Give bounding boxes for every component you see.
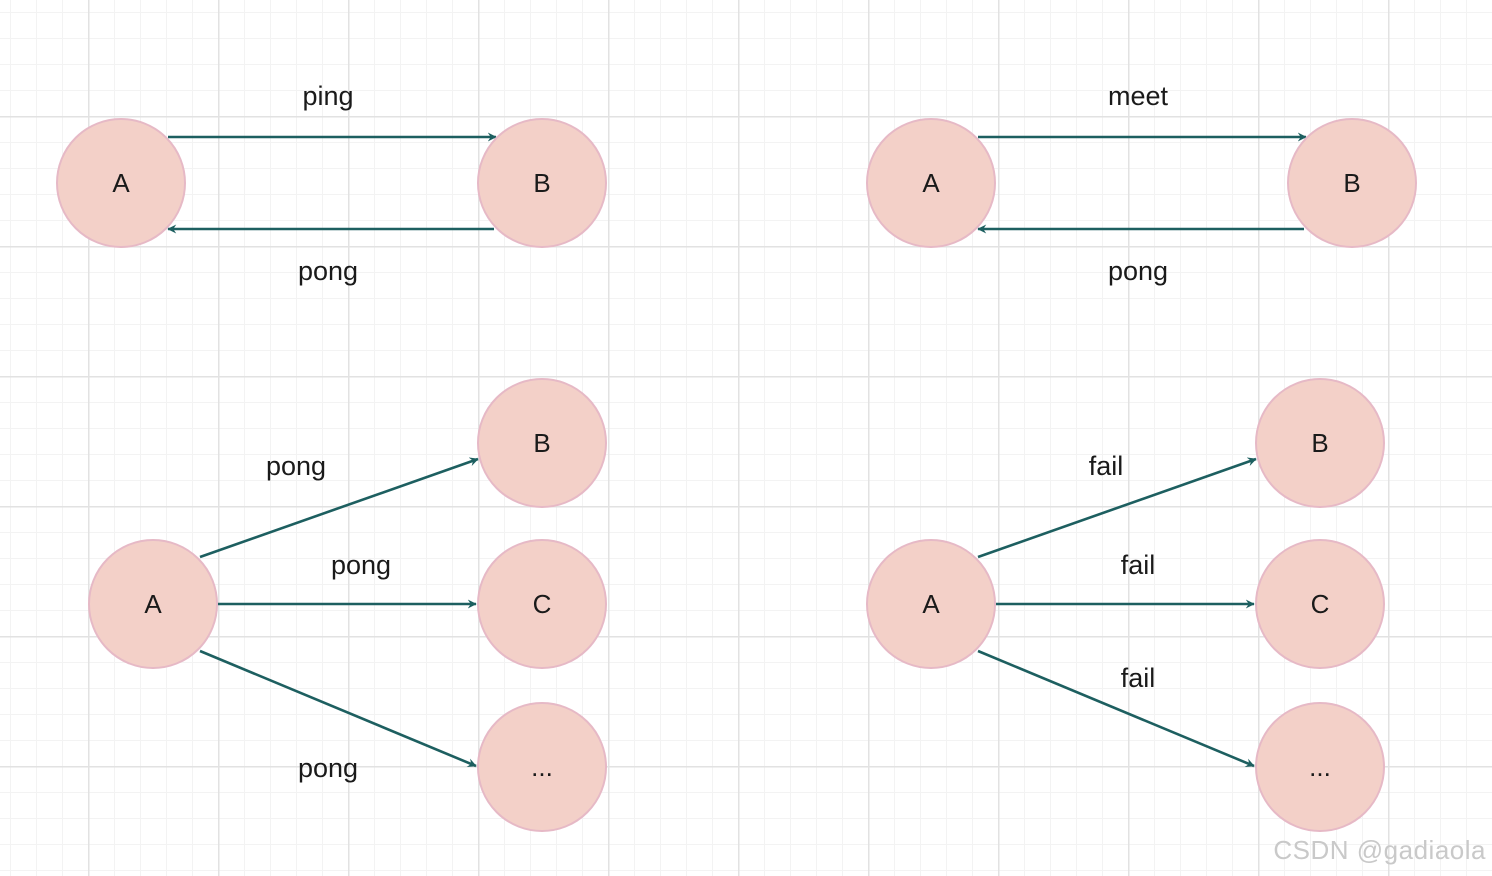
node-a: A [56, 118, 186, 248]
node-circle [477, 539, 607, 669]
node-circle [56, 118, 186, 248]
node-label: A [144, 589, 162, 619]
node-label: B [1343, 168, 1360, 198]
edge-label: pong [298, 256, 358, 286]
node-circle [477, 702, 607, 832]
node-circle [88, 539, 218, 669]
node-a: A [866, 118, 996, 248]
node-circle [1287, 118, 1417, 248]
edge-label: ping [302, 81, 353, 111]
edge-label: pong [1108, 256, 1168, 286]
node-d: ... [477, 702, 607, 832]
node-b: B [477, 118, 607, 248]
node-c: C [1255, 539, 1385, 669]
node-b: B [1287, 118, 1417, 248]
node-label: B [533, 428, 550, 458]
node-label: A [922, 589, 940, 619]
edge-label: pong [331, 550, 391, 580]
node-label: A [922, 168, 940, 198]
node-label: B [533, 168, 550, 198]
node-circle [477, 378, 607, 508]
node-d: ... [1255, 702, 1385, 832]
node-label: A [112, 168, 130, 198]
labels-layer: ping pong meet pong pong pong pong fail fail fail [266, 81, 1169, 783]
node-circle [477, 118, 607, 248]
edge-label: pong [266, 451, 326, 481]
node-circle [866, 118, 996, 248]
node-circle [1255, 378, 1385, 508]
node-label: B [1311, 428, 1328, 458]
node-a: A [866, 539, 996, 669]
edge-label: fail [1089, 451, 1124, 481]
edges-layer [167, 132, 1307, 768]
node-a: A [88, 539, 218, 669]
edge-arrow-a-to-d [199, 649, 477, 768]
edge-arrow-a-to-b [977, 457, 1257, 559]
edge-arrow-a-to-b [199, 457, 479, 559]
node-circle [1255, 702, 1385, 832]
watermark: CSDN @gadiaola [1273, 835, 1486, 865]
nodes-layer: A B A B A B C... A B C... [56, 118, 1417, 832]
node-label: C [533, 589, 552, 619]
node-b: B [477, 378, 607, 508]
node-label: ... [531, 752, 553, 782]
node-c: C [477, 539, 607, 669]
edge-label: fail [1121, 663, 1156, 693]
edge-arrow-a-to-d [977, 649, 1255, 768]
node-circle [866, 539, 996, 669]
node-label: C [1311, 589, 1330, 619]
edge-label: meet [1108, 81, 1169, 111]
edge-label: pong [298, 753, 358, 783]
node-b: B [1255, 378, 1385, 508]
node-circle [1255, 539, 1385, 669]
node-label: ... [1309, 752, 1331, 782]
edge-label: fail [1121, 550, 1156, 580]
